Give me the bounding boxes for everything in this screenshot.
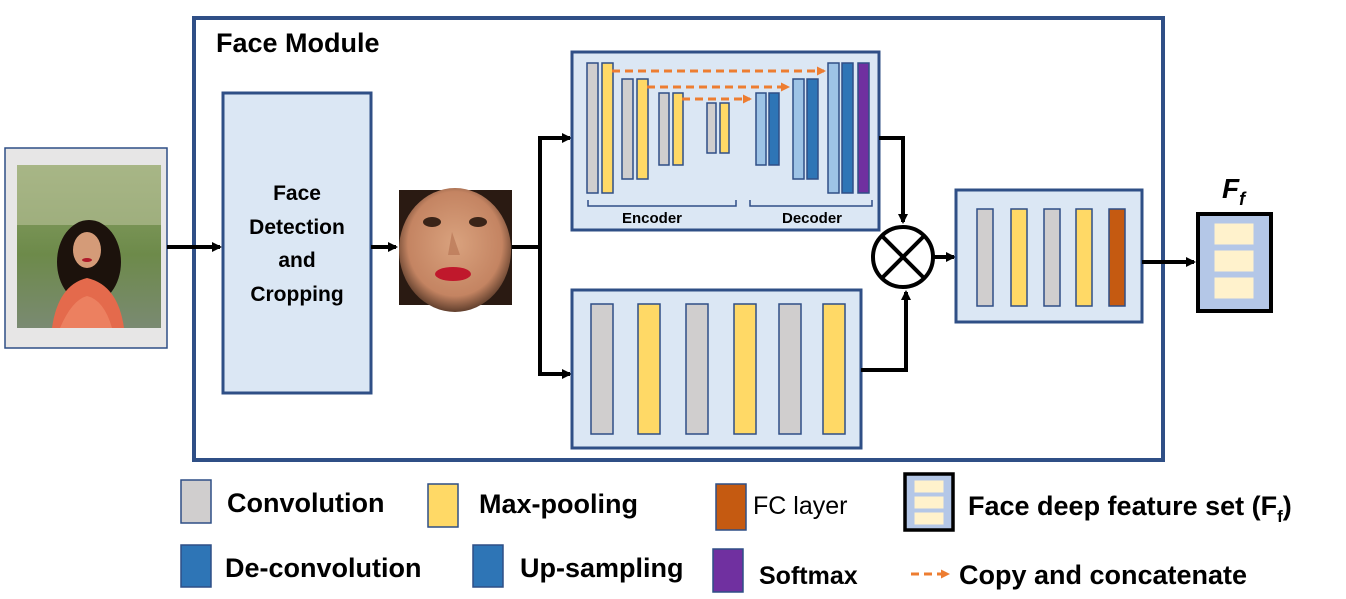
arrow-split-to-unet [538,133,572,247]
unet-layer-max-pooling-8 [719,102,730,154]
encoder-label: Encoder [622,210,682,227]
unet-layer-convolution-1 [586,62,599,194]
face-module-frame [192,16,1165,462]
legend-copy-concat: Copy and concatenate [959,560,1247,590]
unet-layer-convolution-7 [706,102,717,154]
legend-swatch-fc-layer [715,483,747,531]
arrow-cnn-to-multiply [861,290,911,372]
fc-layer-fc-layer-5 [1108,208,1126,307]
output-feature-set [1196,212,1273,313]
detection-label-line-3: and [278,249,315,272]
unet-layer-max-pooling-6 [672,92,684,166]
unet-layer-max-pooling-2 [601,62,614,194]
legend-feature-set: Face deep feature set (Ff) [968,491,1292,526]
cnn-layer-convolution-3 [685,303,709,435]
decoder-bracket [749,200,873,207]
output-label: Ff [1222,173,1247,209]
fc-layer-max-pooling-2 [1010,208,1028,307]
unet-layer-deconvolution-12 [806,78,819,180]
encoder-bracket [587,200,737,207]
unet-layer-softmax-15 [857,62,870,194]
legend: Convolution Max-pooling FC layer Face de… [180,472,1292,593]
legend-swatch-upsampling [472,544,504,588]
unet-layer-deconv-light-9 [755,92,767,166]
legend-convolution: Convolution [227,488,384,518]
cnn-layer-convolution-1 [590,303,614,435]
decoder-label: Decoder [782,210,842,227]
legend-deconvolution: De-convolution [225,553,422,583]
legend-swatch-softmax [712,548,744,593]
cnn-layer-convolution-5 [778,303,802,435]
legend-fc-layer: FC layer [753,492,847,520]
input-photo [4,147,168,349]
unet-layer-deconvolution-10 [768,92,780,166]
legend-swatch-deconvolution [180,544,212,588]
multiply-operator [871,225,935,289]
detection-label-line-1: Face [273,182,321,205]
unet-block: Encoder Decoder [570,50,881,232]
unet-layer-convolution-3 [621,78,634,180]
unet-layer-deconvolution-14 [841,62,854,194]
fc-layer-convolution-3 [1043,208,1061,307]
cnn-layer-max-pooling-4 [733,303,757,435]
cnn-block [570,288,863,450]
unet-layer-deconv-light-11 [792,78,805,180]
module-title: Face Module [216,28,380,58]
fc-layer-max-pooling-4 [1075,208,1093,307]
fc-block [954,188,1144,324]
fc-layer-convolution-1 [976,208,994,307]
unet-layer-max-pooling-4 [636,78,649,180]
legend-softmax: Softmax [759,562,858,590]
cnn-layer-max-pooling-6 [822,303,846,435]
legend-max-pooling: Max-pooling [479,489,638,519]
unet-layer-convolution-5 [658,92,670,166]
cropped-face-image [399,188,512,312]
legend-upsampling: Up-sampling [520,553,684,583]
unet-layer-deconv-light-13 [827,62,840,194]
cnn-layer-max-pooling-2 [637,303,661,435]
legend-swatch-max-pooling [427,483,459,528]
detection-label-line-4: Cropping [250,283,343,306]
legend-swatch-convolution [180,479,212,524]
arrow-unet-to-multiply [879,136,908,224]
arrow-split-to-cnn [538,247,572,379]
legend-swatch-feature-set [903,472,955,532]
face-detection-block: Face Detection and Cropping [221,91,373,395]
detection-label-line-2: Detection [249,216,345,239]
